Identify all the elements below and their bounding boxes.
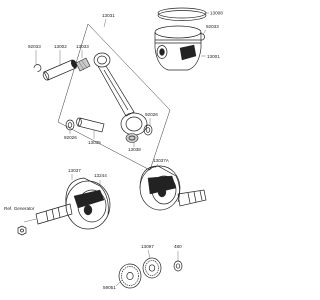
piston-pin xyxy=(42,59,78,81)
label-13031: 13031 xyxy=(102,13,115,18)
leader-59051 xyxy=(115,279,123,287)
crankshaft-exploded-diagram: 13008 92033 13001 13031 92033 13002 1303… xyxy=(4,7,223,290)
circlip-left xyxy=(33,64,42,72)
label-480: 480 xyxy=(174,244,182,249)
piston-rings xyxy=(157,7,207,21)
piston xyxy=(154,25,202,71)
small-end-bearing xyxy=(75,57,91,72)
leader-ref-generator xyxy=(23,218,37,223)
label-13002: 13002 xyxy=(54,44,67,49)
label-13001: 13001 xyxy=(207,54,220,59)
label-59051: 59051 xyxy=(103,285,116,290)
collar-480 xyxy=(173,260,183,272)
crankshaft-left-half xyxy=(35,177,111,230)
label-13008: 13008 xyxy=(210,11,223,16)
label-13097: 13097 xyxy=(141,244,154,249)
label-13033: 13033 xyxy=(76,44,89,49)
crank-pin xyxy=(76,117,105,133)
label-13037a: 13037A xyxy=(153,158,170,163)
thrust-washer-right xyxy=(143,124,153,136)
label-ref-generator: Ref. Generator xyxy=(4,206,35,211)
label-92033-right: 92033 xyxy=(206,24,219,29)
label-13038: 13038 xyxy=(128,147,141,152)
label-92026-left: 92026 xyxy=(64,135,77,140)
thrust-washer-right-hole xyxy=(145,127,151,133)
leader-13031 xyxy=(103,18,107,28)
label-92033-left: 92033 xyxy=(28,44,41,49)
label-13244: 13244 xyxy=(94,173,107,178)
leader-92033-right xyxy=(202,29,207,35)
crankshaft-right-half xyxy=(139,165,207,211)
big-end-bearing xyxy=(125,133,139,143)
primary-gear xyxy=(118,263,142,289)
connecting-rod xyxy=(93,52,148,136)
connecting-rod-assembly-frame xyxy=(57,23,171,171)
label-13037: 13037 xyxy=(68,168,81,173)
label-92026-right: 92026 xyxy=(145,112,158,117)
crank-gear xyxy=(142,257,162,279)
leader-13097 xyxy=(147,249,151,259)
thrust-washer-left-hole xyxy=(67,122,73,128)
generator-nut xyxy=(17,225,27,236)
label-13035: 13035 xyxy=(88,140,101,145)
